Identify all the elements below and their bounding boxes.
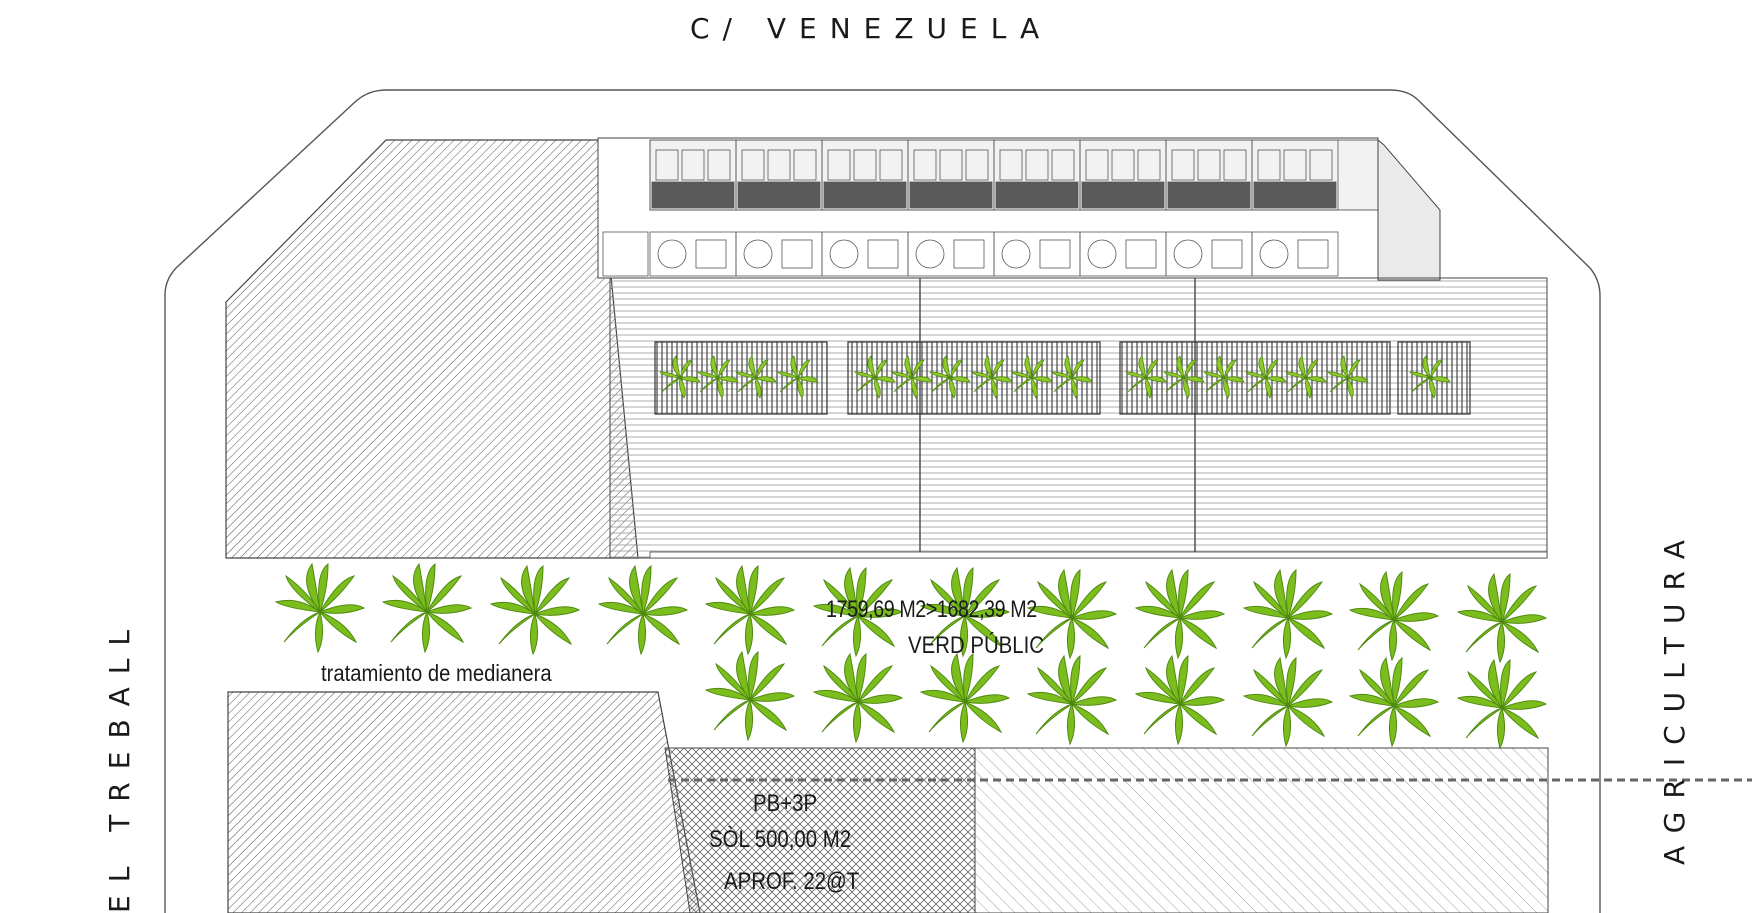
green-area-value: 1759,69 M2>1682,39 M2 xyxy=(826,596,1037,623)
street-label-right: AGRICULTURA xyxy=(1658,527,1691,865)
housing-block-top xyxy=(597,137,1441,281)
planters xyxy=(654,341,1471,415)
courtyard-deck xyxy=(609,277,1548,559)
plot-height-label: PB+3P xyxy=(753,790,818,817)
existing-building-bottom-left xyxy=(227,691,701,913)
palm-row-bottom xyxy=(705,651,1547,749)
plot-light-hatch xyxy=(974,747,1549,913)
plot-ground-label: SÒL 500,00 M2 xyxy=(709,826,852,853)
street-label-left: EL TREBALL xyxy=(103,616,136,913)
existing-building-top-left xyxy=(225,139,639,559)
street-label-top: C/ VENEZUELA xyxy=(690,12,1053,45)
party-wall-note: tratamiento de medianera xyxy=(321,660,552,686)
plot-crosshatch xyxy=(664,747,976,913)
green-area-label: VERD PÚBLIC xyxy=(908,632,1045,659)
plot-use-label: APROF. 22@T xyxy=(724,868,860,895)
block-outline xyxy=(164,89,1601,913)
